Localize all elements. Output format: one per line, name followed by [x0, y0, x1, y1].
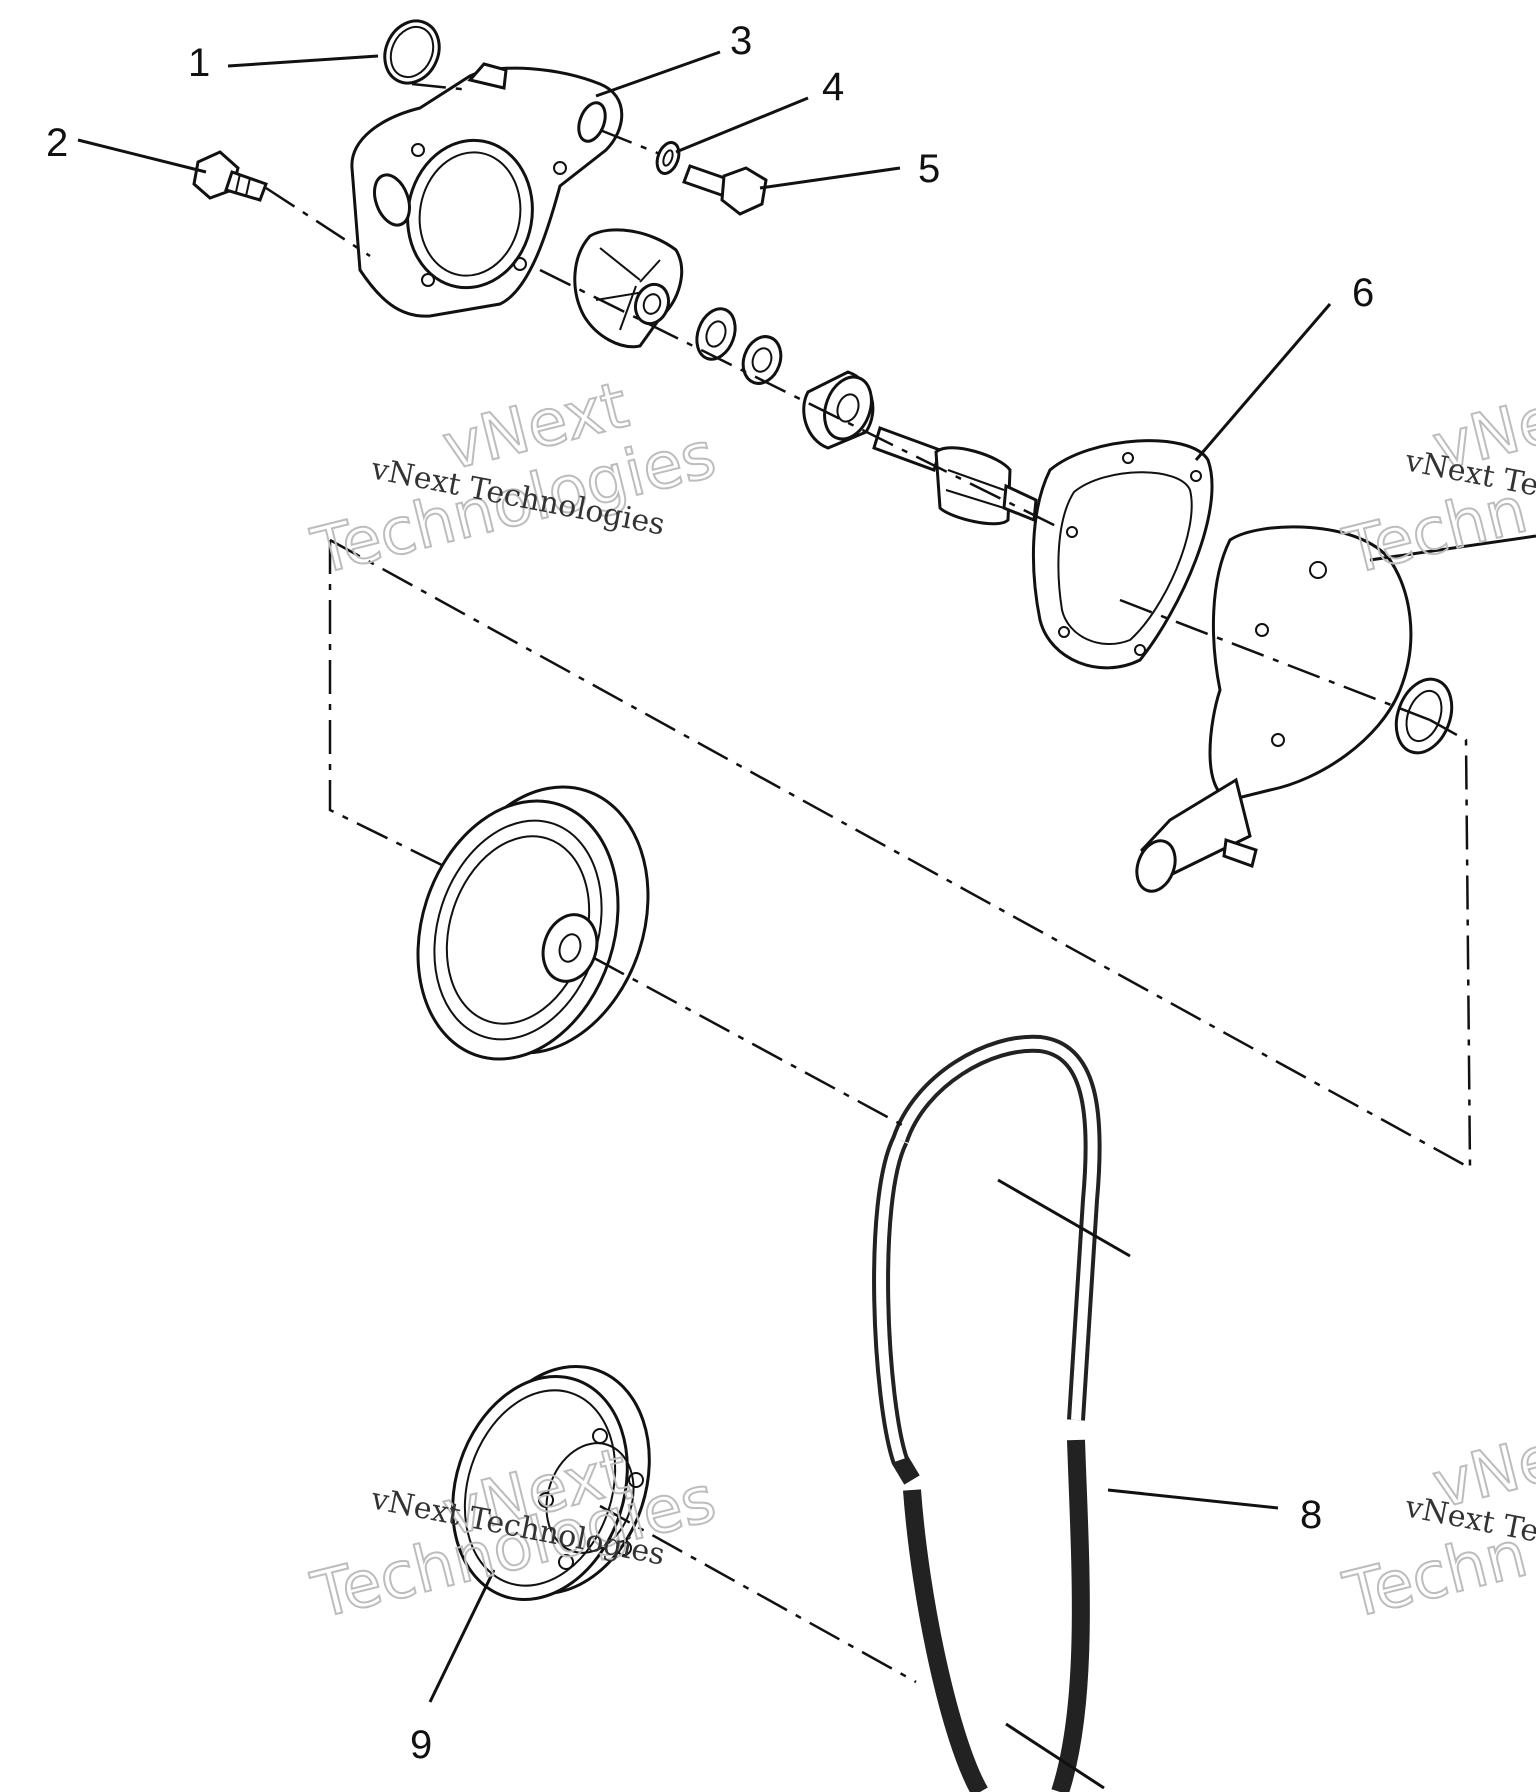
- watermark-bottom-right: vNe Techn vNext Te: [1336, 1420, 1536, 1634]
- pump-body-part: [1135, 525, 1454, 893]
- watermark-top-right: vNe Techn vNext Te: [1336, 382, 1536, 590]
- seal-part: [695, 307, 737, 361]
- shaft-part: [872, 426, 1038, 526]
- bolt-part: [682, 164, 768, 216]
- bearing-part: [741, 335, 783, 385]
- watermark-bottom-left: vNext Technologies vNext Technologies: [304, 1433, 724, 1634]
- impeller-part: [573, 228, 684, 349]
- v-belt-part: [872, 1034, 1102, 1792]
- leader-lines: [77, 50, 1536, 1790]
- watermark-top-left: vNext Technologies vNext Technologies: [304, 367, 724, 590]
- callout-1: 1: [188, 41, 210, 85]
- callout-3: 3: [730, 19, 752, 63]
- callout-4: 4: [822, 65, 844, 109]
- callout-5: 5: [918, 147, 940, 191]
- callout-2: 2: [46, 121, 68, 165]
- callout-labels: 1 2 3 4 5 6 8 9: [46, 19, 1374, 1767]
- washer-part: [655, 141, 681, 175]
- gasket-part: [1031, 439, 1214, 670]
- o-ring-part: [383, 19, 441, 85]
- callout-9: 9: [410, 1723, 432, 1767]
- pump-cover-part: [350, 62, 624, 318]
- bushing-part: [802, 370, 875, 450]
- fitting-part: [192, 150, 268, 202]
- callout-6: 6: [1352, 271, 1374, 315]
- callout-8: 8: [1300, 1493, 1322, 1537]
- pump-pulley-part: [416, 785, 650, 1061]
- assembly-axis-lines: [265, 82, 1472, 1684]
- crank-pulley-part: [451, 1365, 651, 1601]
